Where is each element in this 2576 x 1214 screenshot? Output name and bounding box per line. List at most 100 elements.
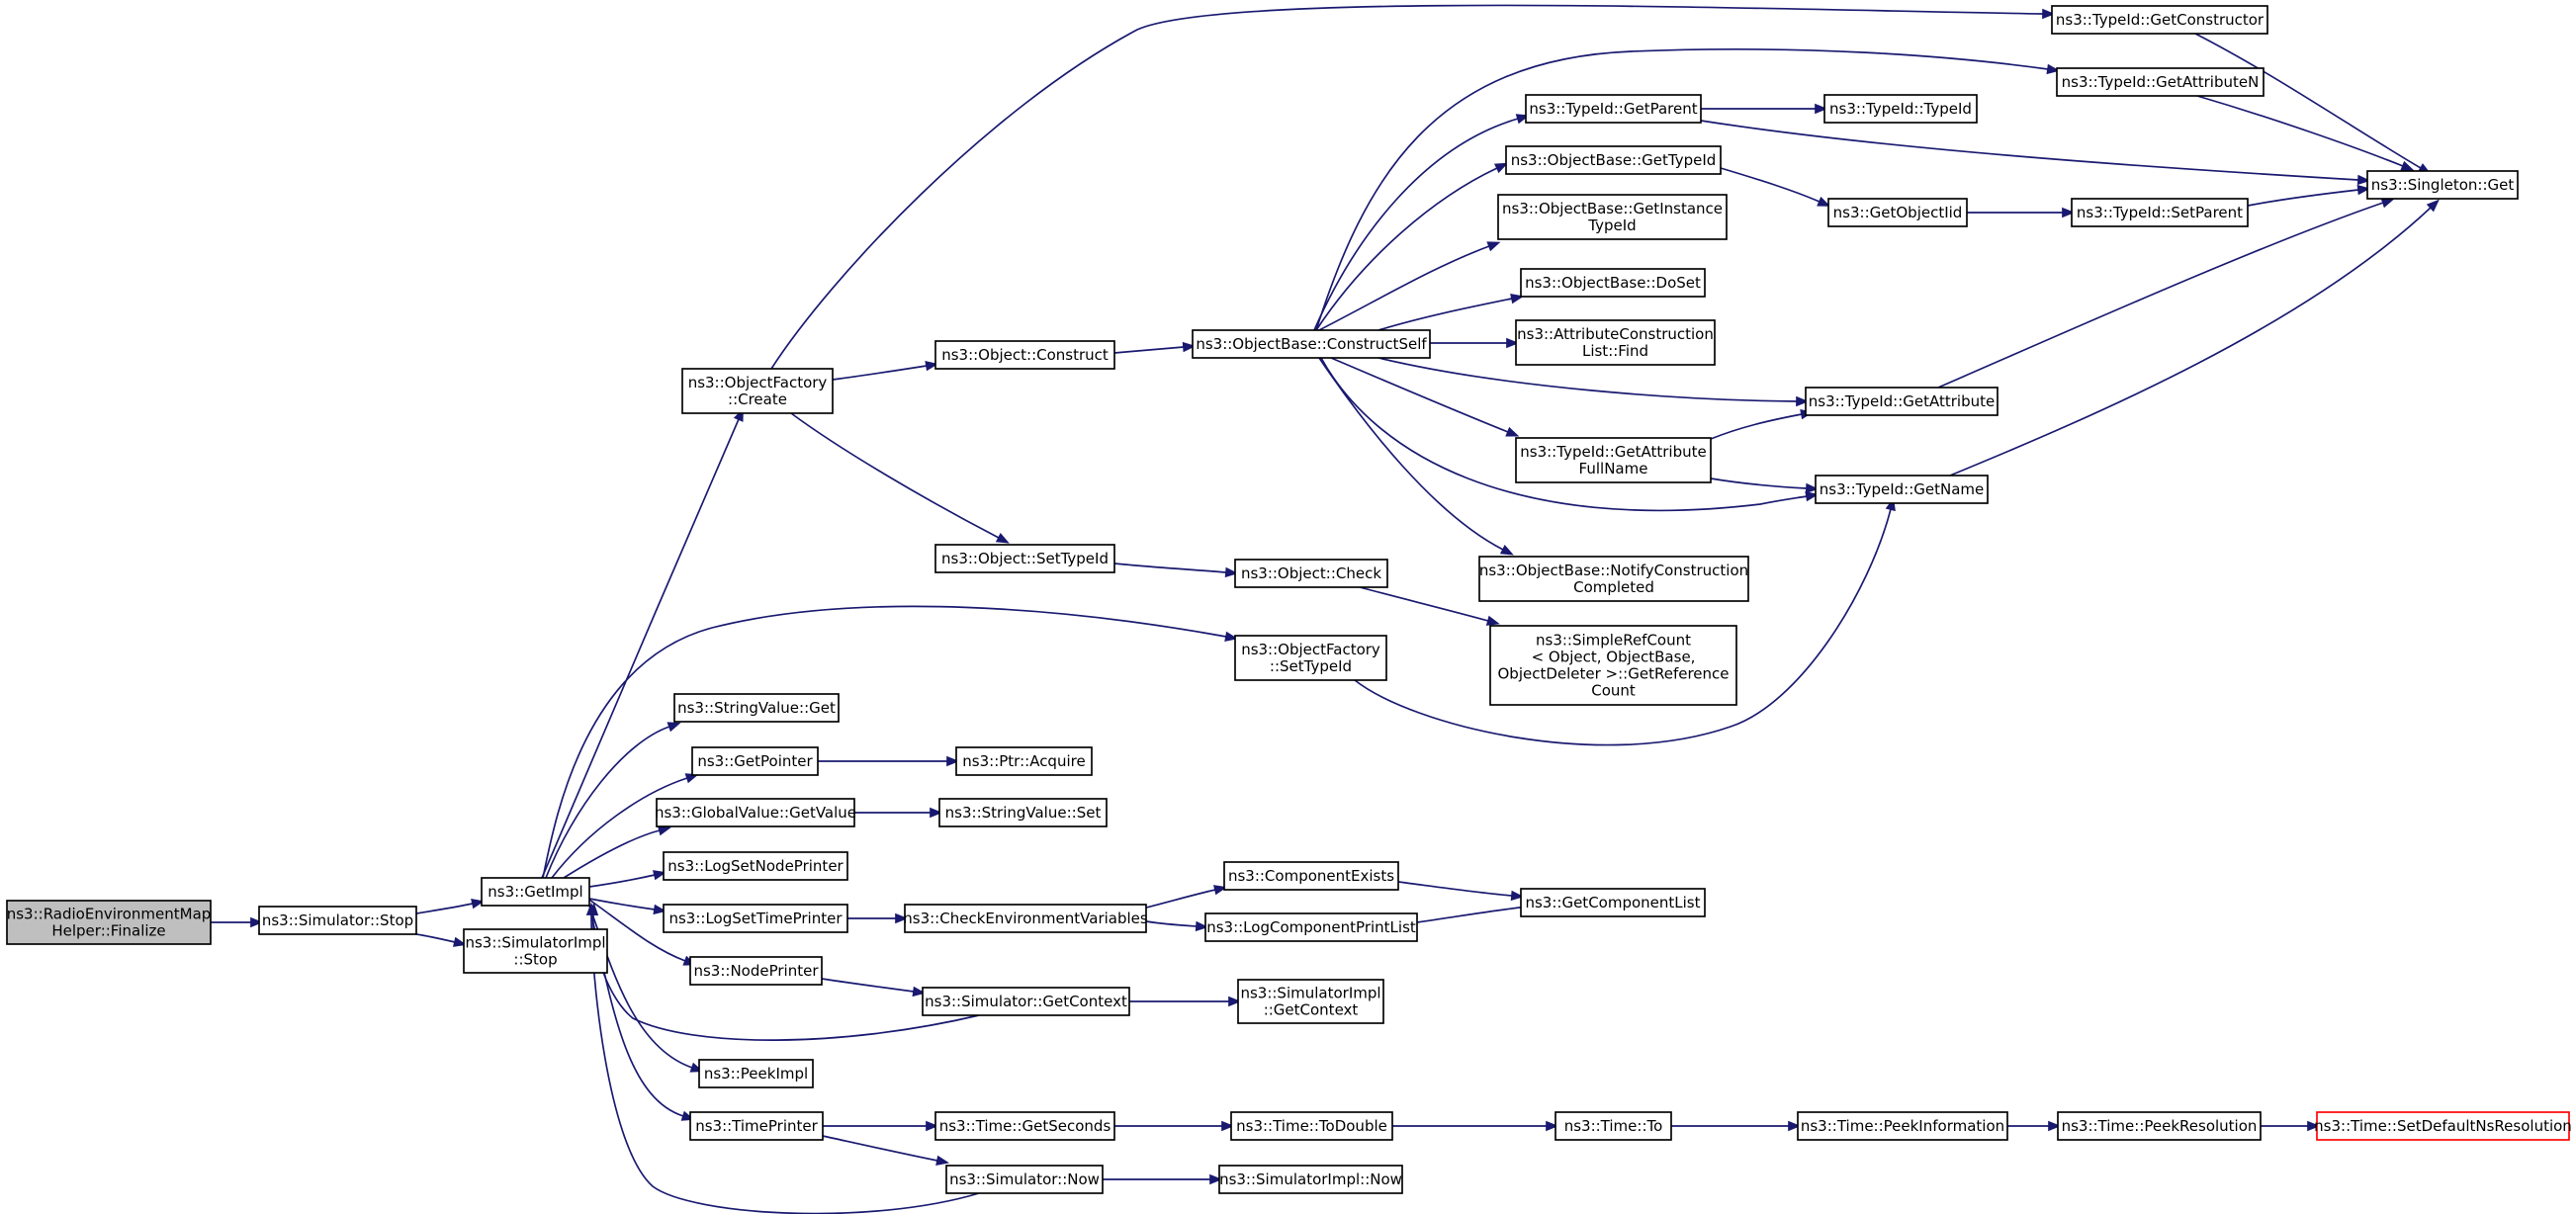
node-ofsettypeid[interactable]: ns3::ObjectFactory::SetTypeId (1234, 635, 1387, 681)
node-box (1237, 979, 1384, 1024)
node-label: ns3::GlobalValue::GetValue (655, 804, 856, 822)
node-box (1515, 437, 1712, 483)
node-logsettime[interactable]: ns3::LogSetTimePrinter (663, 904, 848, 933)
node-box (1827, 198, 1968, 227)
node-logcompprint[interactable]: ns3::LogComponentPrintList (1204, 912, 1418, 942)
edge-line (1113, 346, 1185, 354)
node-getcomplist[interactable]: ns3::GetComponentList (1520, 888, 1706, 917)
node-peekimpl[interactable]: ns3::PeekImpl (698, 1059, 814, 1088)
node-constructself[interactable]: ns3::ObjectBase::ConstructSelf (1192, 329, 1431, 359)
node-timeto[interactable]: ns3::Time::To (1554, 1111, 1672, 1141)
node-tidgetconstructor[interactable]: ns3::TypeId::GetConstructor (2051, 5, 2268, 35)
node-box (1234, 635, 1387, 681)
edge-tidgetattrfull-to-tidgetname (1710, 477, 1820, 494)
arrowhead-icon (585, 902, 597, 915)
edge-checkenv-to-compexists (1145, 885, 1227, 909)
node-obdoset[interactable]: ns3::ObjectBase::DoSet (1520, 268, 1706, 298)
node-label: ns3::TypeId::GetAttributeN (2062, 73, 2260, 91)
arrowhead-icon (2356, 174, 2371, 186)
arrowhead-icon (1510, 294, 1524, 304)
node-tidsetparent[interactable]: ns3::TypeId::SetParent (2071, 198, 2249, 227)
node-box (689, 1111, 824, 1141)
node-ofcreate[interactable]: ns3::ObjectFactory::Create (681, 368, 834, 414)
node-tidgetattribute[interactable]: ns3::TypeId::GetAttribute (1805, 387, 1999, 416)
edge-line (822, 1135, 938, 1162)
node-objconstruct[interactable]: ns3::Object::Construct (934, 340, 1115, 370)
node-getimpl[interactable]: ns3::GetImpl (481, 877, 590, 907)
arrowhead-icon (1499, 544, 1514, 556)
node-label: ::Create (728, 390, 787, 408)
edge-objconstruct-to-constructself (1113, 341, 1197, 354)
node-simgetcontext[interactable]: ns3::Simulator::GetContext (922, 987, 1130, 1016)
node-label: ns3::LogComponentPrintList (1206, 918, 1416, 936)
node-box (681, 368, 834, 414)
node-label: ::GetContext (1264, 1001, 1359, 1019)
edge-checkenv-to-logcompprint (1145, 920, 1209, 932)
node-nodeprinter[interactable]: ns3::NodePrinter (689, 956, 823, 986)
node-simimplgetcontext[interactable]: ns3::SimulatorImpl::GetContext (1237, 979, 1384, 1024)
node-checkenv[interactable]: ns3::CheckEnvironmentVariables (903, 904, 1148, 933)
node-box (481, 877, 590, 907)
node-simnow[interactable]: ns3::Simulator::Now (945, 1165, 1104, 1194)
edge-compexists-to-getcomplist (1397, 881, 1525, 902)
edge-simgetcontext-to-simimplgetcontext (1129, 996, 1242, 1007)
node-box (689, 956, 823, 986)
node-timetodouble[interactable]: ns3::Time::ToDouble (1230, 1111, 1393, 1141)
node-ptracquire[interactable]: ns3::Ptr::Acquire (955, 746, 1093, 776)
node-svset[interactable]: ns3::StringValue::Set (938, 798, 1108, 827)
node-singletonget[interactable]: ns3::Singleton::Get (2366, 170, 2519, 200)
edge-root-to-stop (211, 916, 264, 928)
node-box (945, 1165, 1104, 1194)
node-timegetseconds[interactable]: ns3::Time::GetSeconds (934, 1111, 1115, 1141)
node-box (698, 1059, 814, 1088)
edge-ofcreate-to-objsettypeid (790, 412, 1010, 544)
node-objcheck[interactable]: ns3::Object::Check (1234, 559, 1388, 588)
arrowhead-icon (1815, 103, 1828, 115)
node-tidgetattributen[interactable]: ns3::TypeId::GetAttributeN (2056, 67, 2265, 97)
node-timeprinter[interactable]: ns3::TimePrinter (689, 1111, 824, 1141)
node-box (1805, 387, 1999, 416)
edge-gvgetvalue-to-svset (854, 807, 943, 819)
node-box (1505, 145, 1722, 175)
node-obnotify[interactable]: ns3::ObjectBase::NotifyConstructionCompl… (1478, 556, 1749, 602)
edge-line (1145, 889, 1216, 909)
arrowhead-icon (653, 904, 667, 915)
node-timepeekinfo[interactable]: ns3::Time::PeekInformation (1797, 1111, 2008, 1141)
node-label: ns3::TypeId::GetAttribute (1809, 392, 1995, 410)
node-timesetdefault[interactable]: ns3::Time::SetDefaultNsResolution (2314, 1111, 2572, 1141)
node-simimplstop[interactable]: ns3::SimulatorImpl::Stop (463, 928, 608, 974)
node-objsettypeid[interactable]: ns3::Object::SetTypeId (934, 544, 1115, 573)
node-tidgetparent[interactable]: ns3::TypeId::GetParent (1525, 94, 1702, 124)
node-tidgetname[interactable]: ns3::TypeId::GetName (1815, 475, 1989, 504)
node-timepeekres[interactable]: ns3::Time::PeekResolution (2057, 1111, 2262, 1141)
node-box (2316, 1111, 2570, 1141)
node-gvgetvalue[interactable]: ns3::GlobalValue::GetValue (655, 798, 856, 827)
edge-line (1113, 563, 1227, 573)
node-simimplnow[interactable]: ns3::SimulatorImpl::Now (1218, 1165, 1403, 1194)
edge-getimpl-to-logsetnode (588, 870, 666, 888)
node-obgettypeid[interactable]: ns3::ObjectBase::GetTypeId (1505, 145, 1722, 175)
node-logsetnode[interactable]: ns3::LogSetNodePrinter (663, 851, 848, 881)
node-getobjectiid[interactable]: ns3::GetObjectIid (1827, 198, 1968, 227)
call-graph-edges (211, 4, 2440, 1214)
node-label: ns3::Simulator::Stop (262, 911, 413, 929)
edge-objcheck-to-simplerefcount (1359, 586, 1500, 626)
edge-constructself-to-tidgetparent (1313, 114, 1530, 331)
node-getpointer[interactable]: ns3::GetPointer (691, 746, 819, 776)
node-svget[interactable]: ns3::StringValue::Get (673, 693, 840, 723)
edge-line (1354, 508, 1892, 746)
node-box (1823, 94, 1978, 124)
node-label: ns3::GetPointer (697, 752, 813, 770)
node-tidtypeid[interactable]: ns3::TypeId::TypeId (1823, 94, 1978, 124)
node-simplerefcount[interactable]: ns3::SimpleRefCount< Object, ObjectBase,… (1489, 625, 1737, 706)
node-compexists[interactable]: ns3::ComponentExists (1223, 861, 1399, 891)
node-label: FullName (1579, 460, 1648, 477)
node-stop[interactable]: ns3::Simulator::Stop (258, 906, 417, 935)
node-box (1223, 861, 1399, 891)
arrowhead-icon (1515, 114, 1530, 125)
